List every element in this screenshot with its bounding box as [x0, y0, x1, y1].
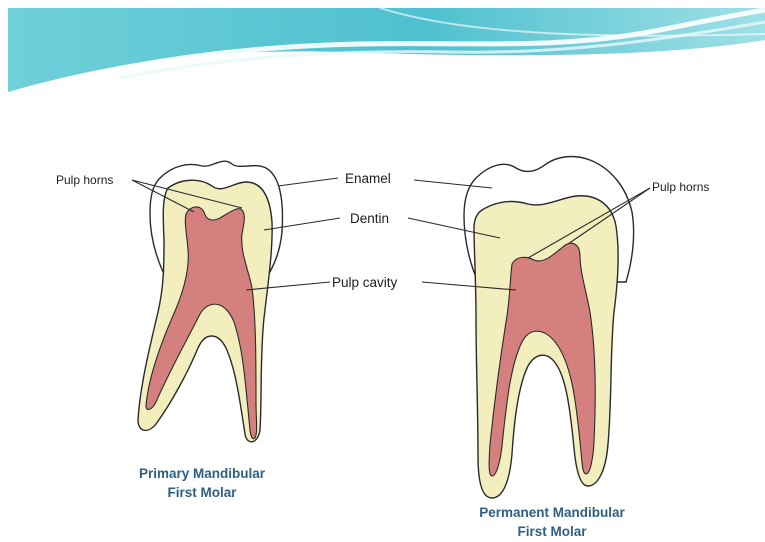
label-pulp-horns-left: Pulp horns	[56, 173, 113, 187]
caption-permanent-line1: Permanent Mandibular	[479, 505, 625, 520]
label-pulp-horns-right: Pulp horns	[652, 180, 709, 194]
caption-primary-line1: Primary Mandibular	[139, 466, 266, 481]
label-enamel: Enamel	[345, 171, 391, 186]
caption-permanent-line2: First Molar	[517, 524, 587, 539]
primary-molar	[138, 161, 282, 442]
label-dentin: Dentin	[350, 211, 389, 226]
permanent-molar	[464, 157, 634, 498]
label-pulp-cavity: Pulp cavity	[332, 275, 398, 290]
caption-primary-line2: First Molar	[167, 485, 237, 500]
header-banner	[0, 0, 765, 100]
